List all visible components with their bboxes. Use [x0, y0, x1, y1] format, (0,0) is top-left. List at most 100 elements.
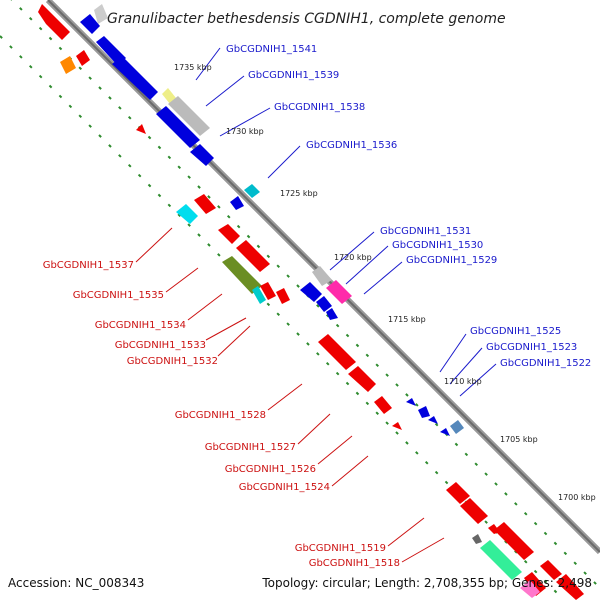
gene-arrow — [374, 396, 392, 414]
leader-line — [219, 107, 271, 137]
gene-block — [520, 580, 540, 598]
gene-label[interactable]: GbCGDNIH1_1535 — [73, 290, 164, 301]
gene-block — [252, 286, 266, 304]
gene-block — [168, 96, 210, 136]
gene-arrow — [80, 14, 100, 34]
gene-arrow — [236, 240, 270, 272]
gene-arrow — [428, 416, 438, 424]
gene-label[interactable]: GbCGDNIH1_1528 — [175, 410, 266, 421]
tick-label: 1730 kbp — [226, 127, 264, 136]
gene-label[interactable]: GbCGDNIH1_1537 — [43, 260, 134, 271]
accession-text: Accession: NC_008343 — [8, 576, 144, 590]
gene-arrow — [300, 282, 322, 302]
gene-arrow — [392, 422, 402, 430]
tick-label: 1710 kbp — [444, 377, 482, 386]
tick-label: 1725 kbp — [280, 189, 318, 198]
leader-line — [317, 435, 353, 465]
gene-arrow — [318, 334, 356, 370]
gene-label[interactable]: GbCGDNIH1_1526 — [225, 464, 316, 475]
gene-label[interactable]: GbCGDNIH1_1523 — [486, 342, 577, 353]
gene-block — [480, 540, 522, 580]
leader-line — [363, 261, 403, 295]
gene-arrow — [194, 194, 216, 214]
tick-label: 1700 kbp — [558, 493, 596, 502]
leader-line — [459, 363, 497, 397]
gene-arrow — [326, 308, 338, 320]
gene-label[interactable]: GbCGDNIH1_1538 — [274, 102, 365, 113]
gene-block — [312, 266, 332, 286]
gene-arrow — [136, 124, 146, 134]
leader-line — [165, 267, 199, 293]
leader-line — [297, 413, 331, 445]
leader-line — [345, 245, 389, 285]
map-title: Granulibacter bethesdensis CGDNIH1, comp… — [107, 11, 506, 27]
gene-label[interactable]: GbCGDNIH1_1533 — [115, 340, 206, 351]
gene-label[interactable]: GbCGDNIH1_1534 — [95, 320, 186, 331]
gene-arrow — [460, 498, 488, 524]
gene-label[interactable]: GbCGDNIH1_1522 — [500, 358, 591, 369]
gene-block — [162, 88, 176, 104]
gene-arrow — [276, 288, 290, 304]
gene-label[interactable]: GbCGDNIH1_1530 — [392, 240, 483, 251]
gene-arrow — [76, 50, 90, 66]
gene-arrow — [260, 282, 276, 300]
gene-label[interactable]: GbCGDNIH1_1525 — [470, 326, 561, 337]
gene-label[interactable]: GbCGDNIH1_1529 — [406, 255, 497, 266]
forward-gene-labels: GbCGDNIH1_1541 GbCGDNIH1_1539 GbCGDNIH1_… — [226, 44, 591, 369]
reverse-gene-labels: GbCGDNIH1_1537 GbCGDNIH1_1535 GbCGDNIH1_… — [43, 260, 400, 569]
gene-label[interactable]: GbCGDNIH1_1539 — [248, 70, 339, 81]
leader-line — [267, 383, 303, 411]
gene-arrow — [96, 36, 126, 66]
tick-label: 1705 kbp — [500, 435, 538, 444]
leader-line — [329, 231, 375, 271]
gene-arrow — [556, 574, 584, 600]
tick-label: 1720 kbp — [334, 253, 372, 262]
gene-arrow — [218, 224, 240, 244]
gene-block — [472, 534, 482, 544]
gene-block — [176, 204, 198, 224]
gene-block — [450, 420, 464, 434]
gene-label[interactable]: GbCGDNIH1_1532 — [127, 356, 218, 367]
gene-block — [244, 184, 260, 198]
gene-arrow — [446, 482, 470, 504]
gene-label[interactable]: GbCGDNIH1_1518 — [309, 558, 400, 569]
gene-label[interactable]: GbCGDNIH1_1524 — [239, 482, 330, 493]
gene-arrow — [230, 196, 244, 210]
gene-block — [60, 56, 76, 74]
gene-arrow — [494, 522, 534, 560]
topology-text: Topology: circular; Length: 2,708,355 bp… — [261, 576, 592, 590]
gene-arrow — [406, 398, 416, 406]
leader-line — [217, 325, 251, 357]
gene-block — [38, 4, 70, 40]
leader-lines — [135, 47, 497, 563]
gene-arrow — [418, 406, 430, 418]
gene-label[interactable]: GbCGDNIH1_1527 — [205, 442, 296, 453]
leader-line — [267, 145, 301, 179]
leader-line — [205, 317, 247, 341]
leader-line — [195, 47, 221, 81]
gene-arrow — [190, 144, 214, 166]
gene-label[interactable]: GbCGDNIH1_1541 — [226, 44, 317, 55]
leader-line — [187, 293, 223, 321]
tick-label: 1715 kbp — [388, 315, 426, 324]
gene-arrow — [440, 428, 450, 436]
gene-label[interactable]: GbCGDNIH1_1531 — [380, 226, 471, 237]
leader-line — [135, 227, 173, 263]
gene-label[interactable]: GbCGDNIH1_1536 — [306, 140, 397, 151]
gene-label[interactable]: GbCGDNIH1_1519 — [295, 543, 386, 554]
gene-arrow — [316, 296, 332, 312]
gene-arrow — [112, 56, 158, 100]
gene-block — [326, 280, 352, 304]
tick-label: 1735 kbp — [174, 63, 212, 72]
leader-line — [331, 455, 369, 487]
gene-arrow — [156, 106, 200, 148]
tick-labels: 1735 kbp 1730 kbp 1725 kbp 1720 kbp 1715… — [174, 63, 596, 502]
leader-line — [439, 333, 467, 373]
gene-arrow — [540, 560, 562, 580]
gene-features — [38, 4, 584, 600]
leader-line — [401, 537, 445, 563]
leader-line — [387, 517, 425, 547]
gene-arrow — [524, 572, 546, 596]
